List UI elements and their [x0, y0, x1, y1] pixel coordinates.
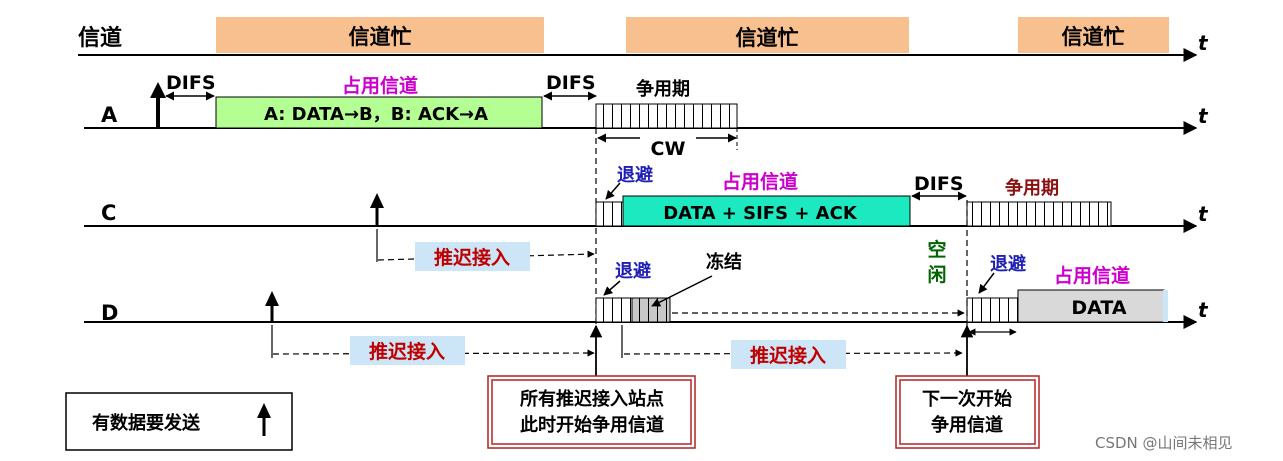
legend-box	[65, 392, 293, 451]
station-a-contention-label: 争用期	[636, 78, 690, 100]
legend-arrow-icon	[257, 403, 271, 436]
station-c-defer-arrow	[377, 250, 595, 261]
busy-label-2: 信道忙	[736, 26, 799, 50]
channel-label: 信道	[78, 25, 122, 51]
station-c-label: C	[101, 201, 116, 225]
station-d-freeze-pointer	[651, 275, 713, 307]
station-c-occupy-label: 占用信道	[722, 170, 798, 193]
station-d-backoff2-pointer	[978, 272, 995, 294]
station-c-backoff-pointer	[605, 182, 621, 200]
station-d-backoff2-label: 退避	[990, 253, 1026, 275]
station-a-send-arrow	[150, 82, 166, 128]
station-a-contention-slots	[595, 103, 738, 129]
cw-label-bg	[640, 133, 696, 159]
station-d-defer2-arrow	[623, 349, 963, 357]
station-d-backoff-slots	[595, 297, 633, 323]
cw-label: CW	[651, 138, 686, 160]
station-d-defer2-bg	[731, 340, 846, 369]
station-a-occupy-label: 占用信道	[342, 74, 418, 97]
idle-label-1: 空	[927, 238, 946, 261]
station-d-freeze-label: 冻结	[706, 251, 742, 273]
station-a-difs2-label: DIFS	[546, 72, 596, 94]
station-a-frame-label: A: DATA→B，B: ACK→A	[264, 104, 488, 125]
station-c-contention-label: 争用期	[1005, 177, 1059, 199]
watermark: CSDN @山间未相见	[1095, 434, 1233, 452]
station-c-difs-label: DIFS	[914, 173, 964, 195]
station-c-time-label: t	[1198, 202, 1209, 226]
station-c-backoff-slots	[595, 201, 624, 227]
note-2-line-2: 争用信道	[931, 414, 1003, 436]
note-1-line-2: 此时开始争用信道	[520, 414, 664, 436]
station-c-send-arrow	[370, 193, 384, 226]
station-d-defer-label: 推迟接入	[369, 340, 445, 363]
channel-time-label: t	[1198, 31, 1209, 55]
note-box-2	[895, 375, 1040, 449]
idle-label-2: 闲	[927, 263, 946, 286]
station-c-backoff-label: 退避	[617, 164, 653, 186]
station-d-frame	[1017, 289, 1165, 323]
note-2-line-1: 下一次开始	[922, 388, 1012, 410]
station-d-occupy-label: 占用信道	[1054, 264, 1130, 287]
station-d-defer2-label: 推迟接入	[750, 344, 826, 367]
busy-block-2	[626, 17, 909, 53]
station-c-frame-label: DATA + SIFS + ACK	[663, 203, 858, 224]
station-c-defer-label: 推迟接入	[434, 246, 510, 269]
station-a-time-label: t	[1198, 104, 1209, 128]
station-d-send-arrow	[265, 291, 279, 322]
legend-text: 有数据要发送	[92, 412, 201, 434]
station-d-defer-bg	[350, 336, 465, 365]
station-d-frozen-slots	[631, 297, 671, 323]
station-c-frame	[622, 195, 911, 227]
station-a-frame	[215, 96, 543, 129]
note-box-1	[487, 375, 696, 449]
station-a-label: A	[101, 103, 118, 127]
busy-label-3: 信道忙	[1062, 25, 1125, 49]
station-d-frame-label: DATA	[1071, 297, 1126, 319]
station-c-contention-slots	[966, 201, 1112, 227]
station-c-defer-bg	[415, 242, 530, 271]
station-d-backoff-label: 退避	[615, 260, 651, 282]
busy-block-1	[216, 17, 544, 53]
station-d-backoff2-slots	[966, 297, 1019, 323]
station-d-label: D	[101, 301, 118, 325]
busy-label-1: 信道忙	[349, 25, 412, 49]
station-d-time-label: t	[1198, 298, 1209, 322]
station-d-backoff-pointer	[603, 280, 621, 296]
busy-block-3	[1018, 17, 1169, 53]
note-1-line-1: 所有推迟接入站点	[520, 388, 664, 410]
station-a-difs-label: DIFS	[166, 72, 216, 94]
station-d-frame-edge	[1163, 290, 1168, 322]
